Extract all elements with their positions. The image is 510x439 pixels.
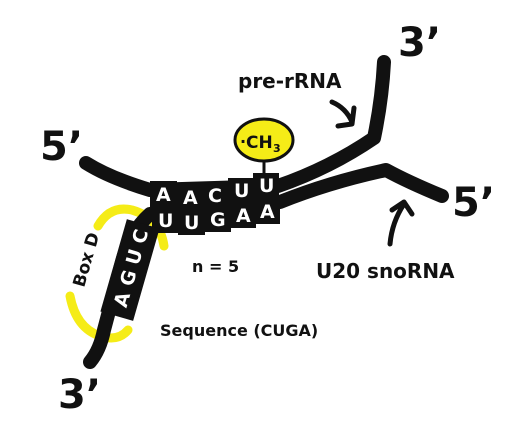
box-d-label: Box D [70,230,105,289]
snorna-3-prime: 3’ [58,372,101,418]
box-d-nt-1: C [128,227,153,246]
duplex-top-nt-2: A [183,187,198,209]
duplex-bottom-nt-4: A [236,205,251,227]
snorna-label: U20 snoRNA [316,259,455,283]
duplex-top-nt-3: C [208,185,222,207]
duplex-bottom-nt-5: A [260,201,275,223]
duplex-bottom-nt-1: U [158,210,173,232]
box-d-nt-3: G [116,268,141,289]
box-d-block: C U G A [100,219,160,321]
snorna-strand [83,163,449,369]
duplex-top-nt-4: U [234,180,249,202]
methyl-subscript: 3 [273,142,281,155]
box-d-nt-4: A [110,289,135,309]
snorna-arrow [387,199,415,247]
box-d-nt-2: U [122,247,147,268]
duplex-top-nt-1: A [156,184,171,206]
methyl-dot: · [240,132,246,151]
snorna-5-prime: 5’ [452,180,495,226]
sequence-label: Sequence (CUGA) [160,321,318,340]
duplex-bottom-nt-3: G [210,209,226,231]
pre-rrna-5-prime: 5’ [40,124,83,170]
methyl-label: CH [246,133,273,153]
duplex-top-nt-5: U [259,175,274,197]
methyl-group-bubble [233,117,295,163]
pre-rrna-3-prime: 3’ [398,20,441,66]
pre-rrna-arrow [329,99,357,129]
n-count-label: n = 5 [192,257,239,276]
duplex-top-row: A A C U U [150,173,279,211]
duplex-bottom-nt-2: U [184,212,199,234]
duplex-bottom-row: U U G A A [152,199,280,235]
pre-rrna-strand [79,55,391,197]
pre-rrna-label: pre-rRNA [238,69,342,93]
